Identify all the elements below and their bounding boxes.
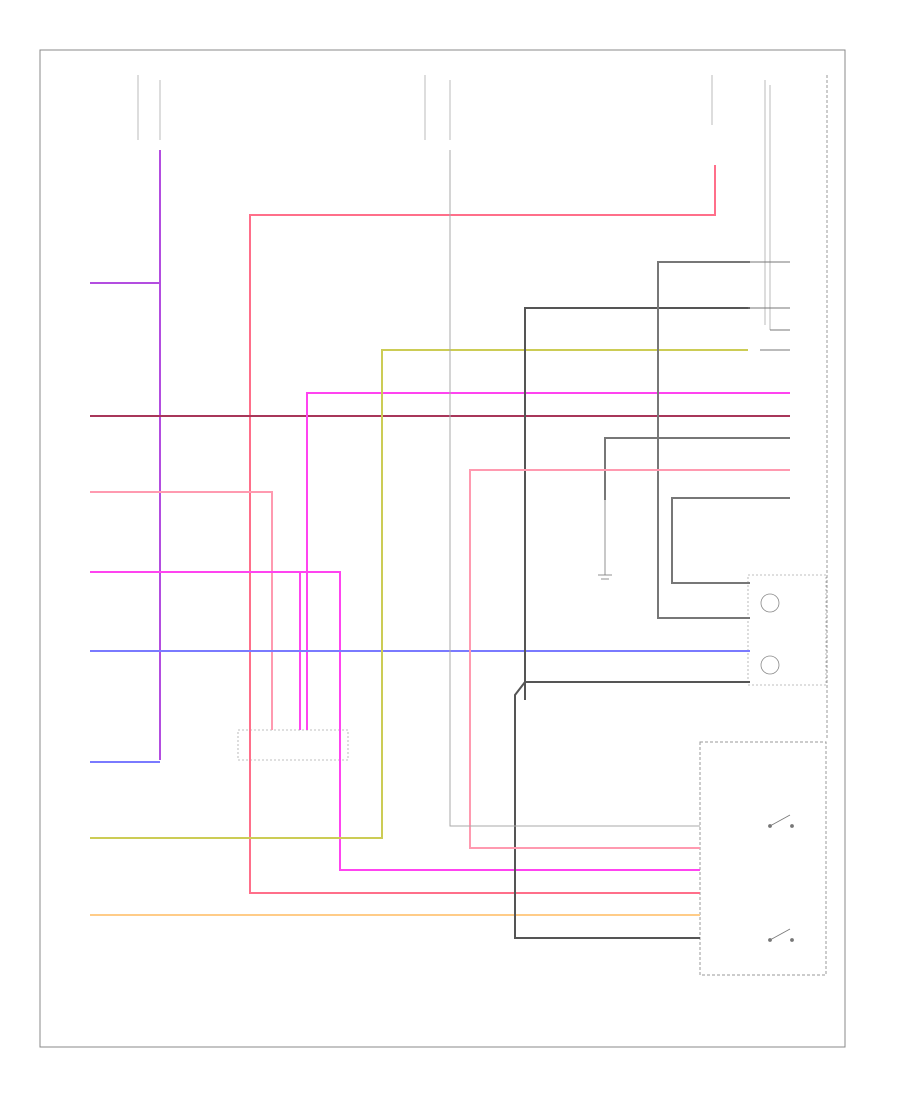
ground-symbol-top xyxy=(598,500,612,580)
wire-gray-right-2 xyxy=(604,437,790,500)
wire-gray-right-3 xyxy=(671,497,790,584)
diagram-frame xyxy=(39,49,846,1048)
hot-connector-right xyxy=(711,75,771,330)
wire-pink-right xyxy=(469,469,790,849)
wire-magenta-4 xyxy=(90,571,700,871)
wire-pink-3 xyxy=(90,491,273,730)
shift-lock-outline xyxy=(237,729,349,761)
wire-gray-lower xyxy=(514,681,750,939)
gauge-icon-lower xyxy=(760,655,780,675)
hot-connector-left xyxy=(137,75,161,140)
gauge-icon-upper xyxy=(760,593,780,613)
wire-gray-right-1 xyxy=(657,261,750,619)
cruise-switch-outline xyxy=(699,741,827,976)
hot-connector-mid xyxy=(424,75,451,140)
connector-stubs-right xyxy=(748,261,790,351)
wire-thin-mid xyxy=(449,150,700,827)
wire-yellow-7 xyxy=(90,349,748,839)
wire-magenta-top xyxy=(306,392,790,730)
switch-contact-upper xyxy=(768,814,794,828)
wire-red-main xyxy=(249,165,716,894)
switch-contact-lower xyxy=(768,928,794,942)
wire-gray-main xyxy=(524,307,750,700)
meter-gauge-outline xyxy=(747,574,827,686)
